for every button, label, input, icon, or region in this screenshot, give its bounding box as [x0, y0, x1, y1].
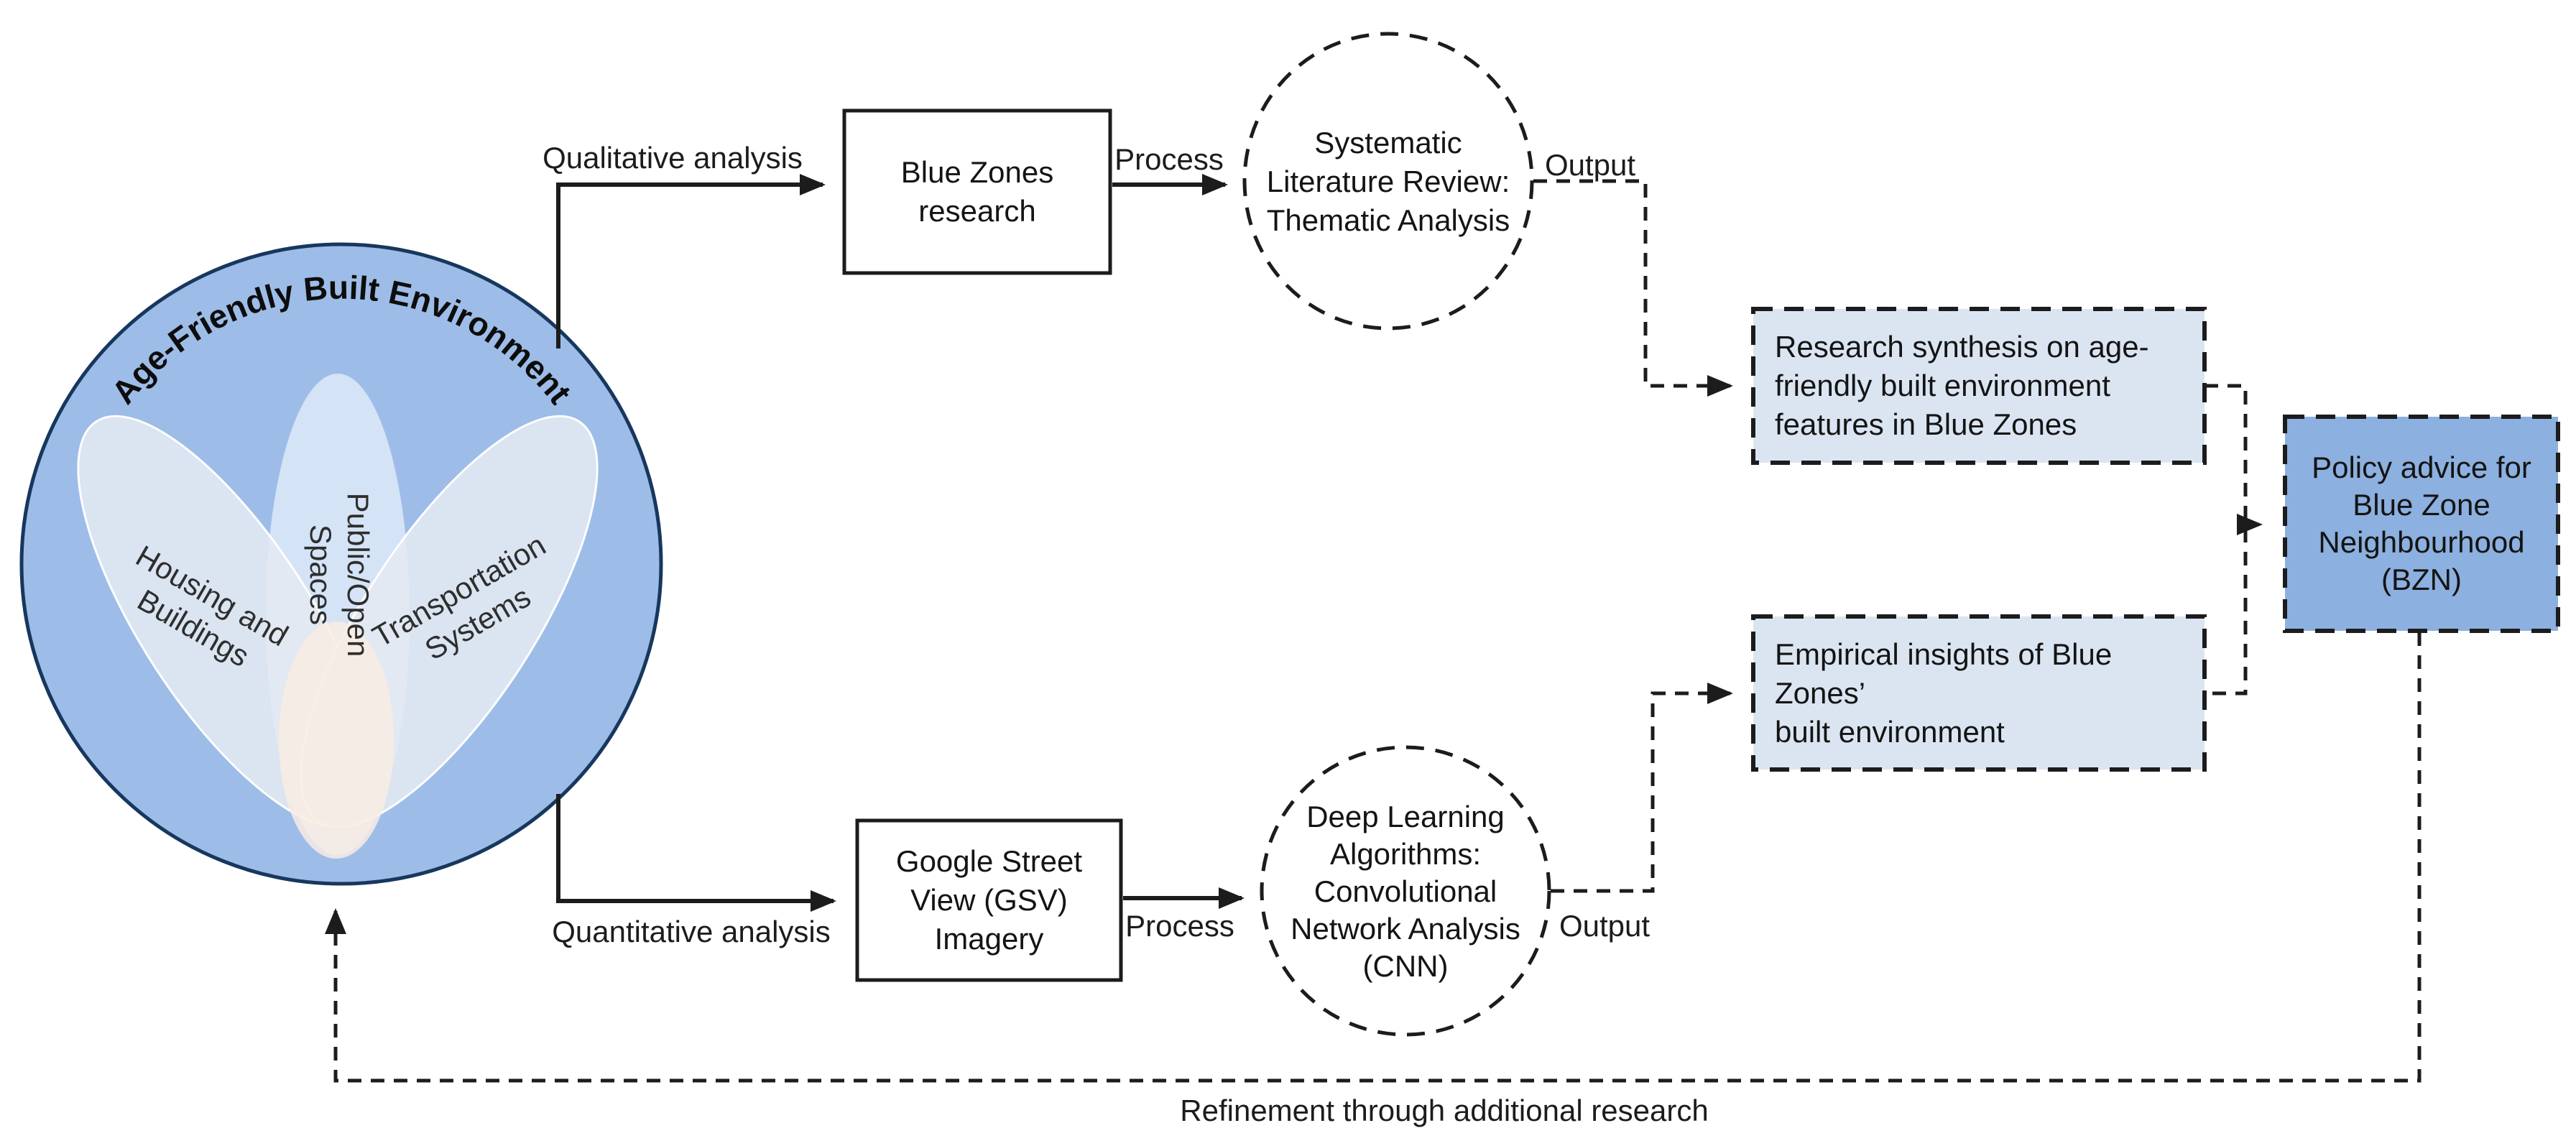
- gsv-box-label: Google Street View (GSV) Imagery: [895, 844, 1083, 956]
- output-top-label: Output: [1544, 148, 1636, 182]
- cnn-ellipse-shape: [1260, 745, 1551, 1037]
- slr-ellipse-label: Systematic Literature Review: Thematic A…: [1266, 125, 1510, 237]
- qualitative-connector: [556, 174, 826, 348]
- gsv-box-shape: [855, 818, 1123, 982]
- petal-overlap-highlight: [279, 621, 394, 859]
- output-bottom-label: Output: [1559, 909, 1651, 943]
- results-merge-connector: [2205, 384, 2248, 696]
- blue-zones-box-shape: [842, 108, 1112, 275]
- output-bottom-connector: [1551, 683, 1733, 893]
- quantitative-connector: [556, 794, 836, 912]
- qualitative-analysis-label: Qualitative analysis: [543, 141, 803, 175]
- synthesis-box-label: Research synthesis on age- friendly buil…: [1775, 330, 2149, 441]
- feedback-label: Refinement through additional research: [1180, 1094, 1709, 1127]
- empirical-box-label: Empirical insights of Blue Zones’ built …: [1775, 637, 2113, 749]
- cnn-ellipse-label: Deep Learning Algorithms: Convolutional …: [1291, 799, 1520, 983]
- output-top-connector: [1533, 179, 1733, 397]
- synthesis-box-shape: [1751, 307, 2207, 465]
- empirical-box-shape: [1751, 614, 2207, 772]
- petal-public-open-label: Public/Open Spaces: [304, 492, 375, 657]
- quantitative-analysis-label: Quantitative analysis: [552, 915, 831, 948]
- slr-ellipse-shape: [1242, 32, 1534, 331]
- process-bottom-label: Process: [1125, 909, 1234, 943]
- policy-box-shape: [2283, 415, 2560, 633]
- venn-group: Age-Friendly Built Environment: [19, 242, 663, 886]
- process-top-label: Process: [1114, 142, 1224, 176]
- policy-box-label: Policy advice for Blue Zone Neighbourhoo…: [2312, 450, 2531, 596]
- blue-zones-box-label: Blue Zones research: [900, 155, 1054, 228]
